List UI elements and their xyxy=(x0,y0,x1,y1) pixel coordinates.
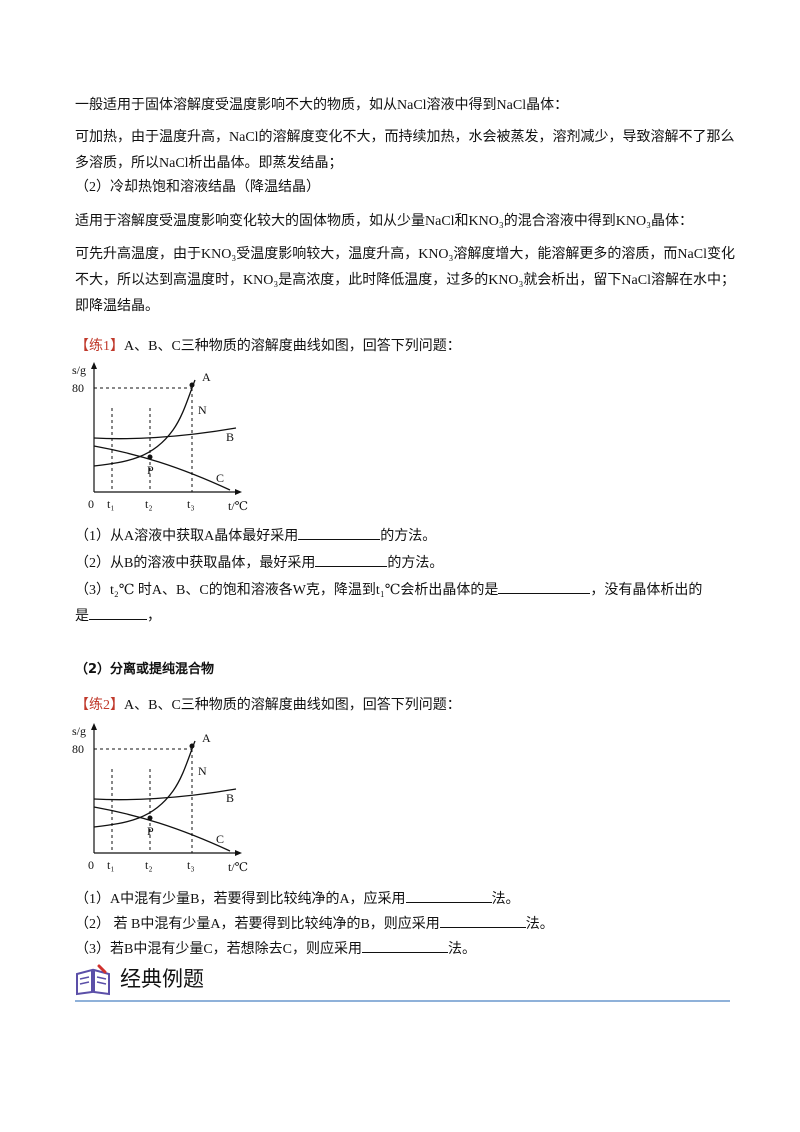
answer-blank-2-3[interactable] xyxy=(362,938,449,953)
curve-c xyxy=(93,445,231,491)
intro-paragraph-4: 适用于溶解度受温度影响变化较大的固体物质，如从少量NaCl和KNO₃的混合溶液中… xyxy=(75,214,693,229)
curve-label-b: B xyxy=(226,430,234,444)
exercise-2-text: A、B、C三种物质的溶解度曲线如图，回答下列问题： xyxy=(124,698,461,713)
exercise-1-question: 【练1】A、B、C三种物质的溶解度曲线如图，回答下列问题： xyxy=(75,334,735,360)
curve-label-c: C xyxy=(216,471,224,485)
exercise-2-q3: （3）若B中混有少量C，若想除去C，则应采用 法。 xyxy=(75,937,735,963)
exercise-2-question: 【练2】A、B、C三种物质的溶解度曲线如图，回答下列问题： xyxy=(75,693,735,719)
exercise-2-tag: 【练2】 xyxy=(75,698,124,713)
x-tick-t2: t₂ xyxy=(145,497,153,511)
section-2-title: （2）分离或提纯混合物 xyxy=(75,662,215,677)
exercise-1-q3-text: （3）t₂℃ 时A、B、C的饱和溶液各W克，降温到t₁℃会析出晶体的是 xyxy=(75,583,499,598)
exercise-1-q1-suffix: 的方法。 xyxy=(380,529,437,544)
answer-blank-1-4[interactable] xyxy=(89,605,147,620)
intro-paragraph-1: 一般适用于固体溶解度受温度影响不大的物质，如从NaCl溶液中得到NaCl晶体： xyxy=(75,98,569,113)
answer-blank-1-3[interactable] xyxy=(498,579,591,594)
origin-label: 0 xyxy=(88,858,94,872)
exercise-1-q3-cont: 是 xyxy=(75,609,89,624)
y-tick-80: 80 xyxy=(72,742,84,756)
x-tick-t1: t₁ xyxy=(107,497,115,511)
point-a-marker xyxy=(189,743,195,749)
point-a-marker xyxy=(189,382,195,388)
y-axis-label: s/g xyxy=(72,363,86,377)
y-tick-80: 80 xyxy=(72,381,84,395)
exercise-2-q2-text: （2） 若 B中混有少量A，若要得到比较纯净的B，则应采用 xyxy=(75,917,440,932)
x-axis-arrow xyxy=(235,489,242,495)
point-label-n: N xyxy=(198,764,207,778)
answer-blank-2-2[interactable] xyxy=(439,913,526,928)
curve-b xyxy=(93,788,237,801)
intro-paragraph-2: 可加热，由于温度升高，NaCl的溶解度变化不大，而持续加热，水会被蒸发，溶剂减少… xyxy=(75,130,735,171)
exercise-2-q3-text: （3）若B中混有少量C，若想除去C，则应采用 xyxy=(75,942,363,957)
exercise-2-q1-text: （1）A中混有少量B，若要得到比较纯净的A，应采用 xyxy=(75,892,406,907)
point-label-p: P xyxy=(147,463,154,477)
exercise-2-q3-suffix: 法。 xyxy=(448,942,477,957)
y-axis-label: s/g xyxy=(72,724,86,738)
book-icon xyxy=(76,964,110,996)
solubility-graph-2: s/g 80 0 t₁ t₂ t₃ t/℃ A N B C P xyxy=(72,723,248,874)
curve-label-a: A xyxy=(202,731,211,745)
x-tick-t3: t₃ xyxy=(187,497,195,511)
intro-heading-cooling: （2）冷却热饱和溶液结晶（降温结晶） xyxy=(75,180,320,195)
exercise-2-q1-suffix: 法。 xyxy=(491,892,520,907)
exercise-2-q2-suffix: 法。 xyxy=(525,917,554,932)
graph-1-content: s/g 80 0 t₁ t₂ t₃ t/℃ A N B C P xyxy=(72,362,248,513)
curve-a xyxy=(93,740,196,828)
exercise-2-q1: （1）A中混有少量B，若要得到比较纯净的A，应采用 法。 xyxy=(75,887,735,913)
x-axis-label: t/℃ xyxy=(228,499,248,513)
exercise-1-tag: 【练1】 xyxy=(75,339,124,354)
x-tick-t3: t₃ xyxy=(187,858,195,872)
point-label-n: N xyxy=(198,403,207,417)
answer-blank-1-2[interactable] xyxy=(315,552,388,567)
point-p-marker xyxy=(147,815,153,821)
x-axis-label: t/℃ xyxy=(228,860,248,874)
point-p-marker xyxy=(147,454,153,460)
exercise-1-q2-suffix: 的方法。 xyxy=(387,556,444,571)
curve-label-b: B xyxy=(226,791,234,805)
x-tick-t2: t₂ xyxy=(145,858,153,872)
solubility-graph-1: s/g 80 0 t₁ t₂ t₃ t/℃ A N B C P xyxy=(72,362,248,513)
answer-blank-2-1[interactable] xyxy=(405,888,492,903)
exercise-1-q2-text: （2）从B的溶液中获取晶体，最好采用 xyxy=(75,556,316,571)
curve-label-c: C xyxy=(216,832,224,846)
exercise-2-q2: （2） 若 B中混有少量A，若要得到比较纯净的B，则应采用 法。 xyxy=(75,912,735,938)
section-divider xyxy=(75,1000,730,1002)
exercise-1-text: A、B、C三种物质的溶解度曲线如图，回答下列问题： xyxy=(124,339,461,354)
exercise-1-q3-suffix: ，没有晶体析出的 xyxy=(590,583,703,598)
section-header-title: 经典例题 xyxy=(120,967,204,991)
exercise-1-q1: （1）从A溶液中获取A晶体最好采用 的方法。 xyxy=(75,524,735,550)
x-tick-t1: t₁ xyxy=(107,858,115,872)
graph-2-content: s/g 80 0 t₁ t₂ t₃ t/℃ A N B C P xyxy=(72,723,248,874)
exercise-1-q3: （3）t₂℃ 时A、B、C的饱和溶液各W克，降温到t₁℃会析出晶体的是 ，没有晶体… xyxy=(75,578,735,630)
curve-label-a: A xyxy=(202,370,211,384)
curve-c xyxy=(93,806,231,852)
exercise-1-q3-end: ， xyxy=(147,609,161,624)
curve-b xyxy=(93,427,237,440)
exercise-1-q1-text: （1）从A溶液中获取A晶体最好采用 xyxy=(75,529,299,544)
answer-blank-1-1[interactable] xyxy=(298,525,381,540)
y-axis-arrow xyxy=(91,723,97,730)
origin-label: 0 xyxy=(88,497,94,511)
y-axis-arrow xyxy=(91,362,97,369)
x-axis-arrow xyxy=(235,850,242,856)
exercise-1-q2: （2）从B的溶液中获取晶体，最好采用 的方法。 xyxy=(75,551,735,577)
intro-paragraph-5: 可先升高温度，由于KNO₃受温度影响较大，温度升高，KNO₃溶解度增大，能溶解更… xyxy=(75,247,735,314)
curve-a xyxy=(93,379,196,467)
point-label-p: P xyxy=(147,824,154,838)
